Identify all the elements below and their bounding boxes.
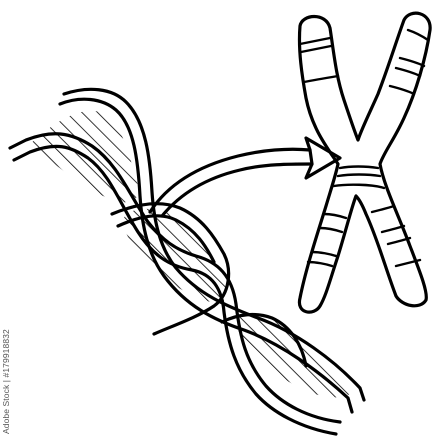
chromosome-band <box>334 185 384 188</box>
chromosome-icon <box>299 13 430 312</box>
chromosome-band <box>308 262 332 266</box>
chromosome-band <box>372 206 394 212</box>
chromosome-band <box>400 58 424 66</box>
chromosome-band <box>320 228 342 232</box>
watermark-stock-id: Adobe Stock | #179918832 <box>1 314 15 434</box>
chromosome-band <box>300 38 330 44</box>
chromosome-band <box>390 86 414 94</box>
arrow-icon <box>150 138 340 216</box>
chromosome-band <box>408 30 428 40</box>
chromosome-band <box>340 167 378 169</box>
chromosome-band <box>304 76 338 82</box>
chromosome-band <box>324 214 346 218</box>
chromosome-band <box>312 252 336 256</box>
chromosome-band <box>301 46 331 52</box>
chromosome-band <box>396 68 420 76</box>
chromosome-band <box>382 226 404 232</box>
chromosome-band <box>338 175 380 177</box>
chromosome-outline <box>299 13 430 312</box>
